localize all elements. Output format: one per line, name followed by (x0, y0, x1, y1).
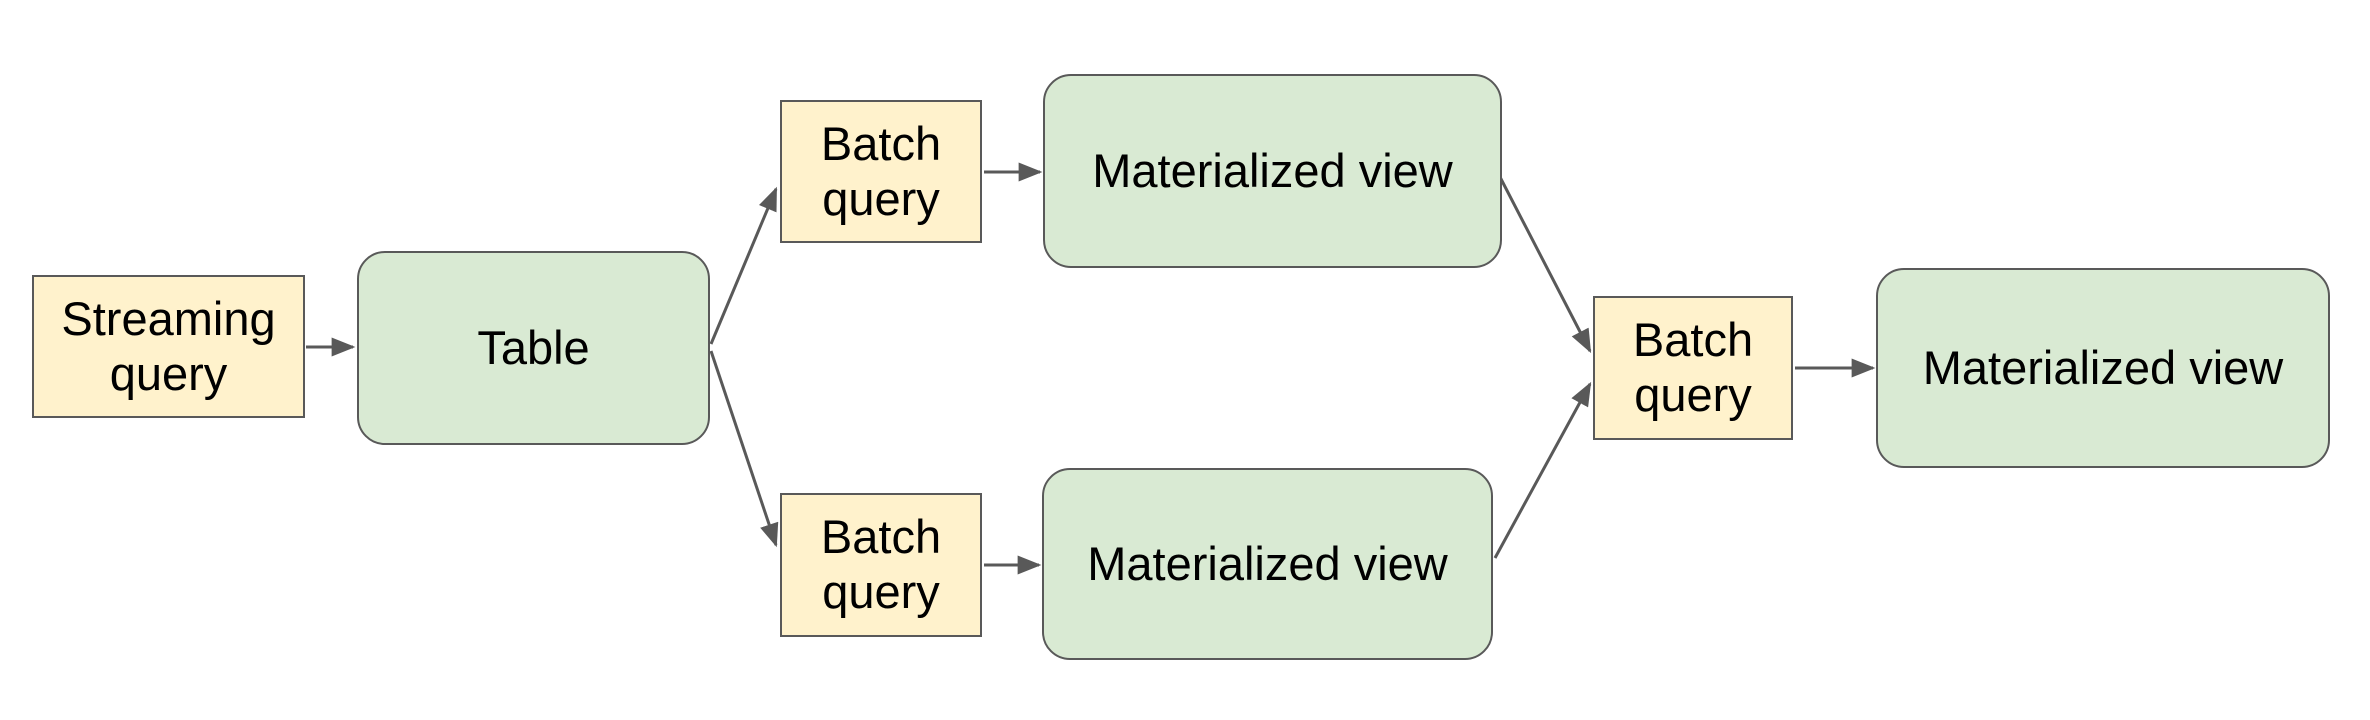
node-materialized-view-bottom: Materialized view (1042, 468, 1493, 660)
node-materialized-view-top-label: Materialized view (1092, 143, 1453, 197)
node-batch-query-final: Batch query (1593, 296, 1793, 440)
edge-materialized-view-bottom-to-batch-query-final (1493, 381, 1592, 559)
node-materialized-view-final-label: Materialized view (1922, 340, 2284, 394)
node-materialized-view-top: Materialized view (1043, 74, 1502, 268)
node-batch-query-top-label: Batch query (820, 116, 942, 225)
node-table: Table (357, 251, 710, 445)
node-batch-query-bottom-label: Batch query (820, 510, 942, 618)
edge-table-to-batch-query-bottom (709, 350, 779, 548)
node-batch-query-bottom: Batch query (780, 493, 982, 637)
node-materialized-view-final: Materialized view (1876, 268, 2330, 468)
node-streaming-query-label: Streaming query (61, 291, 276, 400)
node-batch-query-top: Batch query (780, 100, 982, 243)
node-streaming-query: Streaming query (32, 275, 305, 418)
edge-materialized-view-top-to-batch-query-final (1498, 176, 1592, 354)
node-materialized-view-bottom-label: Materialized view (1087, 536, 1448, 590)
node-batch-query-final-label: Batch query (1632, 313, 1754, 421)
edge-table-to-batch-query-top (709, 186, 778, 345)
node-table-label: Table (477, 320, 590, 374)
